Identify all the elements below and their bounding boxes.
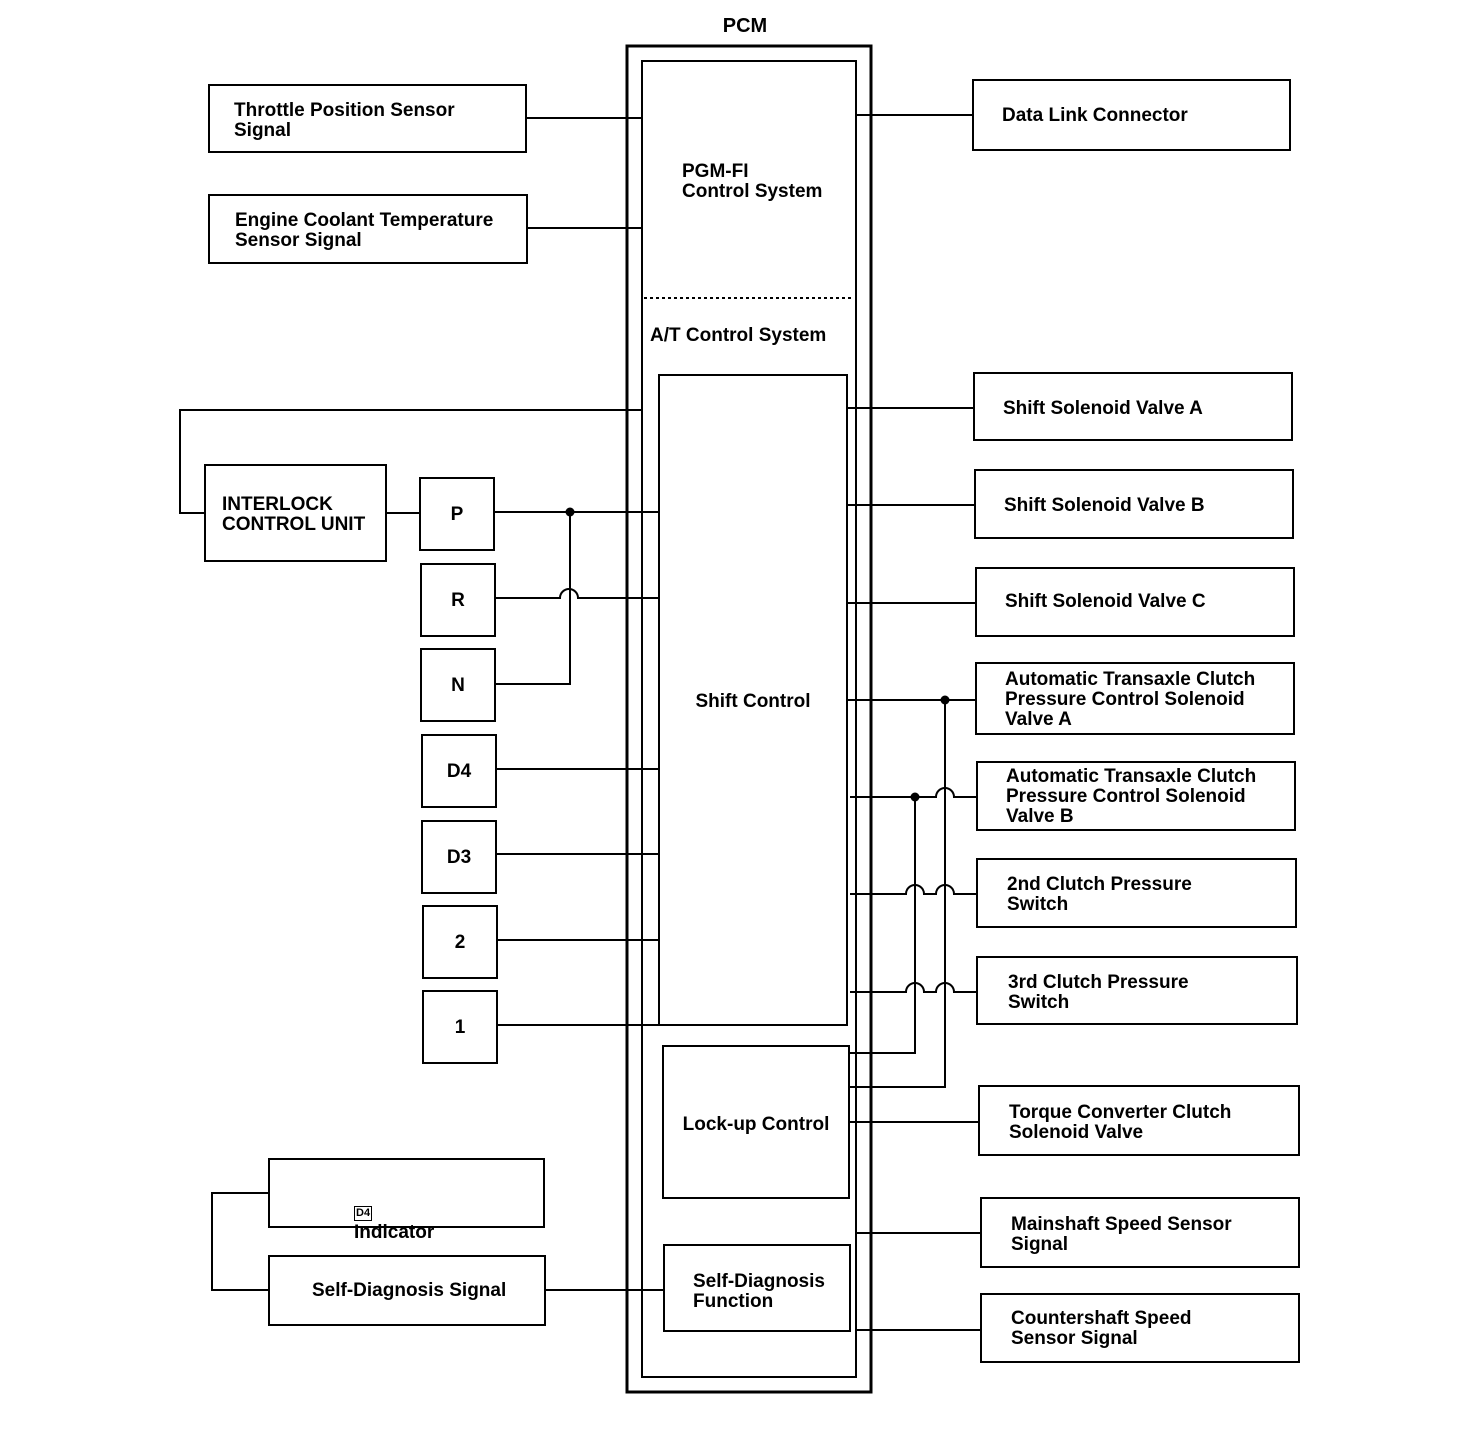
gear-d3-label: D3	[446, 847, 472, 868]
gear-1-label: 1	[454, 1017, 466, 1038]
self-diagnosis-signal-label: Self-Diagnosis Signal	[312, 1280, 507, 1301]
interlock-control-unit-box: INTERLOCK CONTROL UNIT	[204, 464, 387, 562]
clutch3-pressure-switch-label: 3rd Clutch Pressure Switch	[1008, 972, 1189, 1013]
data-link-connector-label: Data Link Connector	[1002, 105, 1188, 126]
gear-1-box: 1	[422, 990, 498, 1064]
gear-d3-box: D3	[421, 820, 497, 894]
self-diagnosis-function-label: Self-Diagnosis Function	[693, 1271, 825, 1312]
clutch3-pressure-switch-box: 3rd Clutch Pressure Switch	[976, 956, 1298, 1025]
engine-coolant-temp-label: Engine Coolant Temperature Sensor Signal	[235, 210, 494, 251]
pcm-outer-frame	[625, 44, 873, 1394]
interlock-control-unit-label: INTERLOCK CONTROL UNIT	[222, 494, 366, 535]
lockup-control-label: Lock-up Control	[682, 1114, 830, 1135]
at-control-label: A/T Control System	[650, 325, 827, 346]
mainshaft-speed-sensor-label: Mainshaft Speed Sensor Signal	[1011, 1214, 1232, 1255]
atcpc-solenoid-a-label: Automatic Transaxle Clutch Pressure Cont…	[1005, 669, 1256, 730]
shift-control-label: Shift Control	[695, 691, 811, 712]
pcm-inner-frame	[641, 60, 857, 1378]
torque-converter-clutch-box: Torque Converter Clutch Solenoid Valve	[978, 1085, 1300, 1156]
engine-coolant-temp-box: Engine Coolant Temperature Sensor Signal	[208, 194, 528, 264]
self-diagnosis-signal-box: Self-Diagnosis Signal	[268, 1255, 546, 1326]
gear-p-label: P	[450, 504, 464, 525]
countershaft-speed-sensor-box: Countershaft Speed Sensor Signal	[980, 1293, 1300, 1363]
shift-solenoid-a-label: Shift Solenoid Valve A	[1003, 398, 1203, 419]
gear-n-label: N	[451, 675, 465, 696]
d4-indicator-icon: D4	[354, 1206, 373, 1221]
shift-control-block: Shift Control	[658, 374, 848, 1026]
shift-solenoid-c-label: Shift Solenoid Valve C	[1005, 591, 1206, 612]
d4-indicator-text: Indicator	[354, 1222, 435, 1243]
lockup-control-block: Lock-up Control	[662, 1045, 850, 1199]
atcpc-solenoid-b-label: Automatic Transaxle Clutch Pressure Cont…	[1006, 766, 1257, 827]
gear-d4-box: D4	[421, 734, 497, 808]
throttle-position-sensor-box: Throttle Position Sensor Signal	[208, 84, 527, 153]
junction-dot	[940, 695, 950, 705]
torque-converter-clutch-label: Torque Converter Clutch Solenoid Valve	[1009, 1102, 1232, 1143]
clutch2-pressure-switch-label: 2nd Clutch Pressure Switch	[1007, 874, 1192, 915]
shift-solenoid-c-box: Shift Solenoid Valve C	[975, 567, 1295, 637]
junction-dot	[910, 792, 920, 802]
data-link-connector-box: Data Link Connector	[972, 79, 1291, 151]
gear-2-box: 2	[422, 905, 498, 979]
shift-solenoid-b-box: Shift Solenoid Valve B	[974, 469, 1294, 539]
junction-dot	[565, 507, 575, 517]
clutch2-pressure-switch-box: 2nd Clutch Pressure Switch	[976, 858, 1297, 928]
shift-solenoid-b-label: Shift Solenoid Valve B	[1004, 495, 1205, 516]
pcm-title: PCM	[722, 15, 768, 37]
atcpc-solenoid-a-box: Automatic Transaxle Clutch Pressure Cont…	[975, 662, 1295, 735]
gear-2-label: 2	[454, 932, 466, 953]
pgm-fi-label: PGM-FI Control System	[682, 161, 823, 202]
shift-solenoid-a-box: Shift Solenoid Valve A	[973, 372, 1293, 441]
d4-indicator-label: D4 Indicator	[354, 1183, 434, 1243]
gear-r-label: R	[451, 590, 465, 611]
countershaft-speed-sensor-label: Countershaft Speed Sensor Signal	[1011, 1308, 1192, 1349]
d4-indicator-box: D4 Indicator	[268, 1158, 545, 1243]
atcpc-solenoid-b-box: Automatic Transaxle Clutch Pressure Cont…	[976, 761, 1296, 831]
mainshaft-speed-sensor-box: Mainshaft Speed Sensor Signal	[980, 1197, 1300, 1268]
gear-r-box: R	[420, 563, 496, 637]
self-diagnosis-function-block: Self-Diagnosis Function	[663, 1244, 851, 1332]
throttle-position-sensor-label: Throttle Position Sensor Signal	[234, 100, 455, 141]
gear-p-box: P	[419, 477, 495, 551]
gear-n-box: N	[420, 648, 496, 722]
gear-d4-label: D4	[446, 761, 472, 782]
